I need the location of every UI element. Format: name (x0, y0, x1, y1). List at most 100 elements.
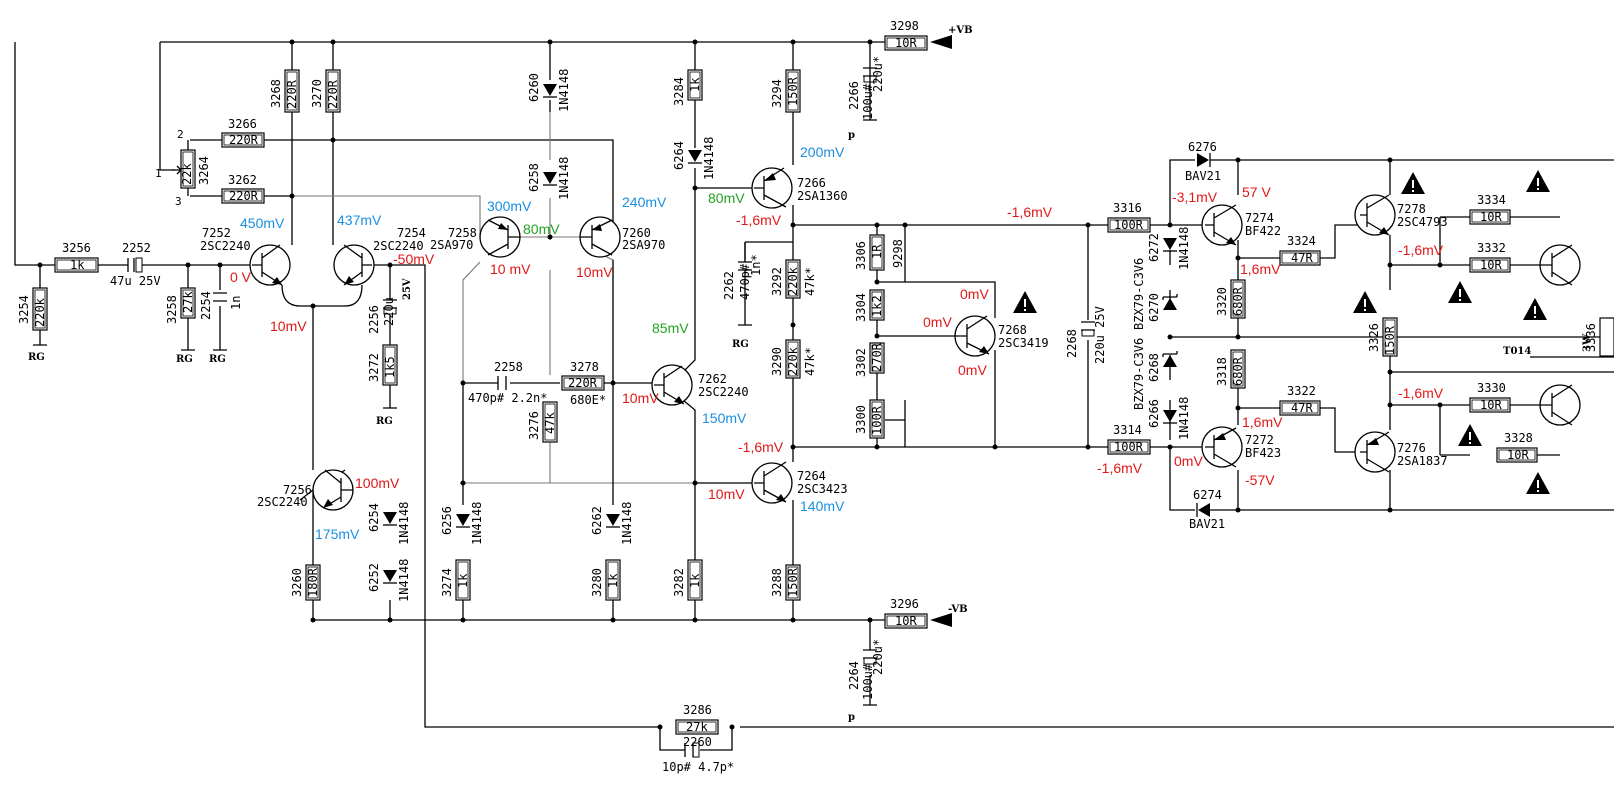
svg-text:RG: RG (209, 354, 226, 365)
svg-text:2SC2240: 2SC2240 (200, 239, 251, 253)
svg-text:1N4148: 1N4148 (1177, 397, 1191, 440)
svg-text:-1,6mV: -1,6mV (1097, 460, 1143, 476)
resistor-3282: 3282 1k (672, 559, 703, 601)
svg-text:100u#: 100u# (861, 663, 875, 700)
svg-text:+VB: +VB (948, 25, 973, 36)
resistor-3316: 3316 100R (1107, 201, 1151, 233)
warning-icon (1401, 172, 1425, 194)
capacitor-2258: 2258 470p# 2.2n* (468, 360, 547, 405)
resistor-3334: 3334 10R (1469, 193, 1511, 225)
svg-text:680R: 680R (1231, 286, 1245, 316)
svg-text:BAV21: BAV21 (1185, 169, 1221, 183)
capacitor-2256: 2256 220u 25V (367, 278, 413, 334)
junction-dots (37, 39, 1443, 730)
svg-text:2: 2 (177, 128, 184, 141)
resistor-3314: 3314 100R (1107, 423, 1151, 455)
svg-text:3254: 3254 (17, 295, 31, 324)
transistor-7262: 7262 2SC2240 (651, 364, 749, 406)
svg-text:150R: 150R (786, 567, 800, 597)
svg-text:3332: 3332 (1477, 241, 1506, 255)
resistor-3292: 3292 220k 47k* (770, 259, 817, 299)
svg-text:6254: 6254 (367, 503, 381, 532)
transistor-7268: 7268 2SC3419 (954, 315, 1049, 357)
resistor-3306: 3306 1R 9298 (854, 234, 905, 271)
svg-text:3304: 3304 (854, 293, 868, 322)
diode-6266: 6266 1N4148 (1147, 397, 1191, 440)
svg-text:3320: 3320 (1215, 287, 1229, 316)
capacitor-2260: 2260 10p# 4.7p* (662, 735, 734, 774)
resistor-3288: 3288 150R (770, 564, 801, 601)
svg-text:80mV: 80mV (708, 190, 745, 206)
svg-text:-1,6mV: -1,6mV (1007, 204, 1053, 220)
svg-text:3274: 3274 (440, 568, 454, 597)
resistor-3254: 3254 220k (17, 287, 48, 331)
svg-text:3284: 3284 (672, 77, 686, 106)
warning-icon (1526, 472, 1550, 494)
svg-text:3266: 3266 (228, 117, 257, 131)
svg-text:3302: 3302 (854, 348, 868, 377)
svg-text:220R: 220R (229, 133, 259, 147)
svg-text:3330: 3330 (1477, 381, 1506, 395)
transistor-7252: 7252 2SC2240 (200, 226, 291, 286)
svg-text:2SA970: 2SA970 (430, 238, 473, 252)
svg-text:57 V: 57 V (1242, 184, 1271, 200)
transistor-7278: 7278 2SC4793 (1354, 194, 1448, 236)
svg-text:7252: 7252 (202, 226, 231, 240)
svg-text:3292: 3292 (770, 267, 784, 296)
resistor-3280: 3280 1k (590, 559, 621, 601)
transistor-7272: 7272 BF423 (1201, 426, 1281, 468)
svg-text:220k: 220k (786, 346, 800, 376)
svg-text:100R: 100R (870, 405, 884, 435)
svg-text:-1,6mV: -1,6mV (738, 439, 784, 455)
svg-text:2SC2240: 2SC2240 (373, 239, 424, 253)
svg-text:1k2: 1k2 (870, 295, 884, 317)
svg-text:150R: 150R (786, 76, 800, 106)
svg-text:10mV: 10mV (270, 318, 307, 334)
capacitor-2264: 2264 100u# 220u* (847, 639, 885, 700)
diode-6272: 6272 1N4148 (1147, 227, 1191, 270)
resistor-3258: 3258 27k (165, 287, 196, 324)
svg-text:270R: 270R (870, 342, 884, 372)
svg-text:-57V: -57V (1245, 472, 1275, 488)
transistor-7264: 7264 2SC3423 (751, 461, 848, 504)
svg-text:300mV: 300mV (487, 198, 532, 214)
diode-6254: 6254 1N4148 (367, 502, 411, 545)
transistor-output-partial (1539, 244, 1581, 426)
svg-text:3290: 3290 (770, 347, 784, 376)
svg-text:RG: RG (376, 416, 393, 427)
transistor-7276: 7276 2SA1837 (1354, 431, 1448, 473)
resistor-3286: 3286 27k (675, 703, 719, 735)
svg-text:6272: 6272 (1147, 233, 1161, 262)
svg-text:1R: 1R (870, 244, 884, 259)
svg-text:1,6mV: 1,6mV (1240, 261, 1281, 277)
svg-text:10mV: 10mV (708, 486, 745, 502)
svg-text:2268: 2268 (1065, 329, 1079, 358)
capacitor-2254: 2254 1n (199, 291, 243, 320)
resistor-3266: 3266 220R (221, 117, 265, 148)
svg-text:1N4148: 1N4148 (397, 502, 411, 545)
resistor-3268: 3268 220R (269, 69, 300, 113)
svg-text:3270: 3270 (310, 79, 324, 108)
warning-icon (1523, 298, 1547, 320)
svg-text:0mV: 0mV (1174, 453, 1203, 469)
svg-text:85mV: 85mV (652, 320, 689, 336)
svg-text:0mV: 0mV (960, 286, 989, 302)
svg-text:220R: 220R (568, 376, 598, 390)
svg-text:T014: T014 (1503, 346, 1531, 357)
svg-text:1N4148: 1N4148 (397, 559, 411, 602)
svg-text:10R: 10R (1480, 398, 1502, 412)
svg-text:7276: 7276 (1397, 441, 1426, 455)
transistor-7256: 7256 2SC2240 (257, 469, 354, 511)
svg-text:2266: 2266 (847, 81, 861, 110)
rail-arrows: +VB -VB (930, 25, 973, 627)
resistor-3270: 3270 220R (310, 69, 341, 113)
svg-text:140mV: 140mV (800, 498, 845, 514)
svg-text:3314: 3314 (1113, 423, 1142, 437)
resistor-3276: 3276 47k (527, 401, 558, 443)
svg-text:180R: 180R (306, 567, 320, 597)
svg-text:1: 1 (155, 167, 162, 180)
svg-text:100R: 100R (1114, 440, 1144, 454)
svg-text:-50mV: -50mV (393, 251, 435, 267)
voltage-annotations: 450mV 437mV 0 V -50mV 10mV 300mV 80mV 24… (230, 144, 1444, 542)
resistor-3298: 3298 10R (884, 19, 928, 51)
